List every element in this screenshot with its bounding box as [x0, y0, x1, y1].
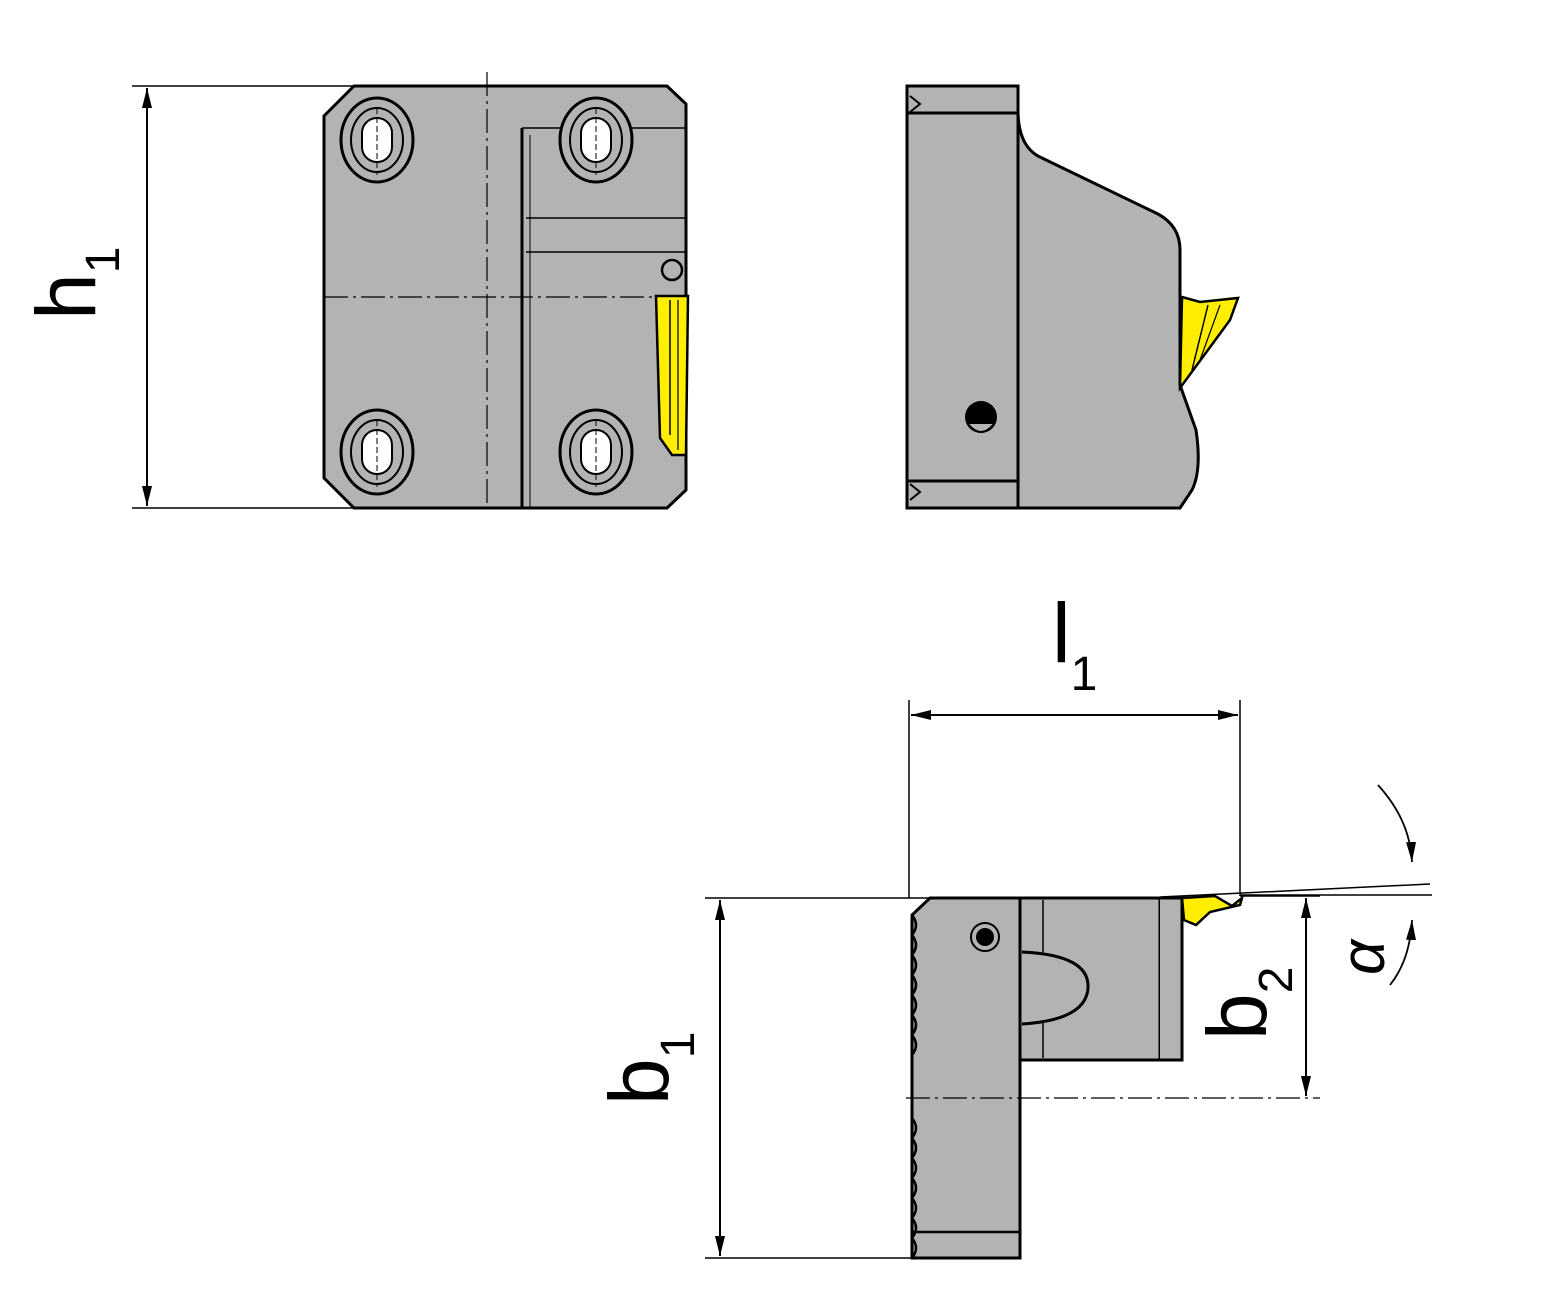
l1-subscript: 1	[1071, 648, 1098, 701]
cutting-insert	[1178, 295, 1240, 392]
top-view	[906, 894, 1320, 1260]
h1-subscript: 1	[77, 247, 130, 274]
dimension-b1: b1	[592, 897, 930, 1259]
side-view-body	[905, 84, 1200, 510]
svg-text:b1: b1	[592, 1032, 705, 1105]
b1-label: b	[592, 1058, 686, 1105]
mounting-hole	[558, 408, 634, 496]
b1-subscript: 1	[652, 1032, 705, 1059]
dimension-b2: b2	[1190, 895, 1320, 1096]
cutting-insert	[1180, 894, 1245, 927]
mounting-hole	[339, 408, 415, 496]
front-view-body	[322, 84, 688, 510]
side-view	[905, 84, 1240, 510]
h1-label: h	[19, 273, 113, 320]
cutting-insert	[654, 294, 690, 457]
b2-label: b	[1190, 993, 1284, 1040]
top-view-shank	[910, 896, 1022, 1260]
dimension-h1: h1	[19, 85, 354, 509]
alpha-label: α	[1329, 938, 1398, 975]
mounting-hole	[339, 96, 415, 184]
l1-label: l	[1052, 586, 1071, 680]
svg-text:l1: l1	[1052, 586, 1097, 701]
svg-text:h1: h1	[19, 247, 130, 320]
mounting-hole	[558, 96, 634, 184]
clamp-screw	[660, 258, 684, 282]
front-view	[322, 72, 690, 510]
angle-alpha: α	[1159, 784, 1432, 986]
b2-subscript: 2	[1250, 967, 1303, 994]
dimension-l1: l1	[908, 586, 1241, 898]
svg-text:b2: b2	[1190, 967, 1303, 1040]
